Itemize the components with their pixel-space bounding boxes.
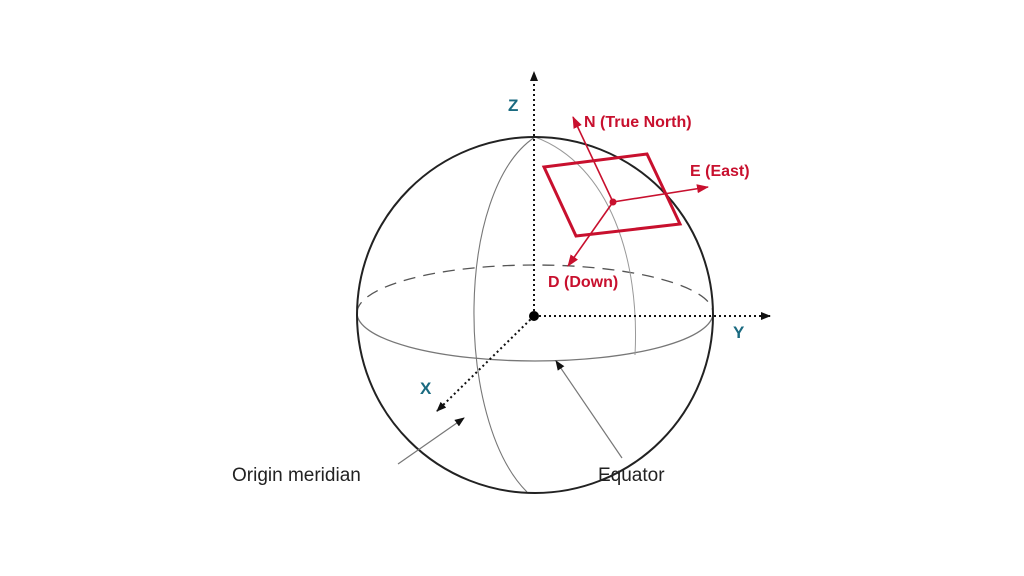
z-axis-label: Z [508,96,518,115]
y-axis-label: Y [733,323,745,342]
tangent-plane [541,152,683,238]
equator-back [356,264,714,314]
north-arrow [572,116,614,203]
sphere-outline [356,136,714,494]
origin-dot [529,311,539,321]
down-label: D (Down) [548,274,618,291]
east-arrow [612,184,709,203]
meridian-caption: Origin meridian [232,465,361,486]
east-label: E (East) [690,163,750,180]
origin-meridian [473,136,536,493]
meridian-callout-arrow [397,417,465,465]
north-label: N (True North) [584,114,692,131]
equator [356,312,714,362]
x-axis [436,315,535,412]
ned-origin-dot [609,198,617,206]
x-axis-label: X [420,379,432,398]
equator-callout-arrow [555,360,623,459]
down-arrow [567,201,614,267]
meridian-back [534,136,637,356]
equator-caption: Equator [598,465,665,486]
